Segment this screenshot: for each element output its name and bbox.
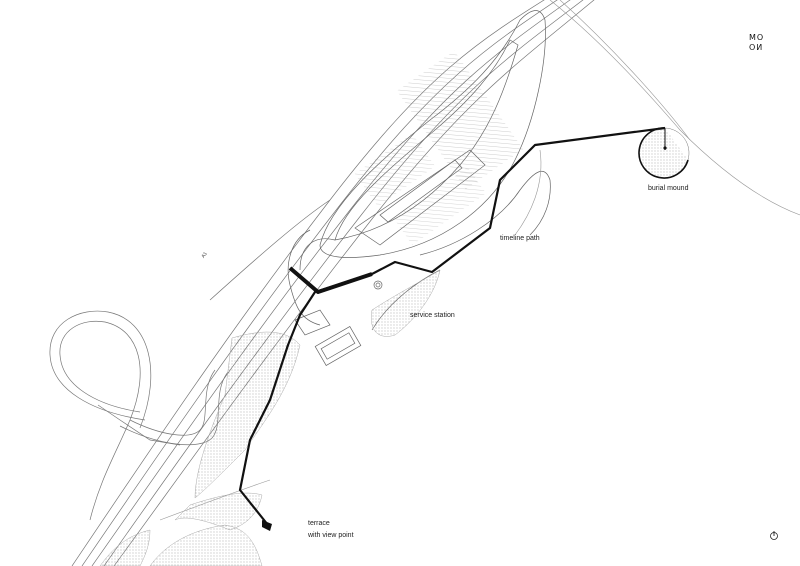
moon-logo: MO ON bbox=[749, 33, 769, 51]
service-station-label: service station bbox=[410, 312, 455, 319]
timeline-path-label: timeline path bbox=[500, 235, 540, 242]
burial-mound bbox=[638, 127, 689, 179]
burial-mound-label: burial mound bbox=[648, 185, 689, 192]
highway-lanes bbox=[71, 0, 595, 566]
logo-line-1: MO bbox=[749, 33, 765, 42]
mound-outline-thin bbox=[664, 127, 690, 161]
north-arrow-icon bbox=[770, 531, 778, 540]
parking-stripes-c bbox=[393, 167, 487, 245]
terrace-sublabel: with view point bbox=[308, 532, 354, 539]
field-boundaries bbox=[159, 0, 800, 521]
parking-stripes-a bbox=[396, 50, 524, 190]
logo-line-2: ON bbox=[749, 42, 764, 51]
dotted-fields bbox=[99, 269, 441, 566]
terrace-label: terrace bbox=[308, 520, 330, 527]
bridge-segment bbox=[288, 266, 373, 294]
terrace-end bbox=[262, 520, 272, 531]
parking-stripes-b bbox=[354, 133, 436, 207]
